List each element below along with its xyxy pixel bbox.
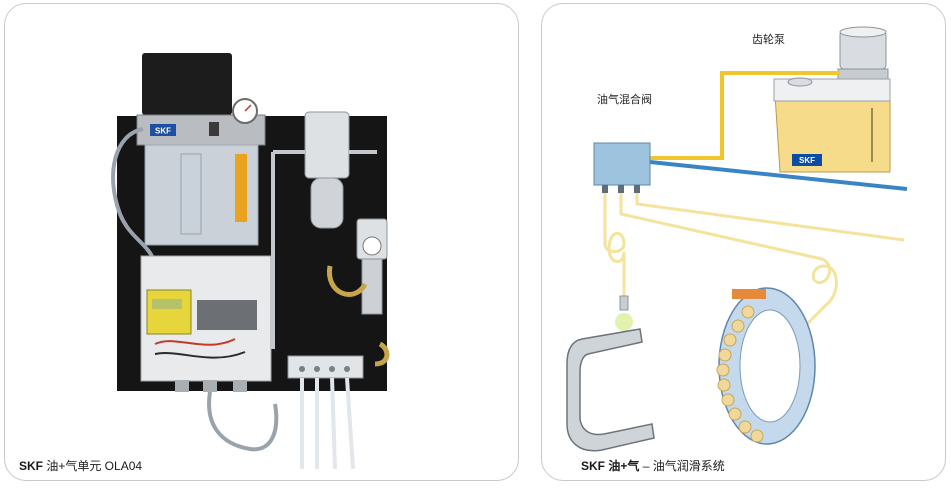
terminal-block <box>197 300 257 330</box>
pump-label: 齿轮泵 <box>752 32 785 46</box>
reservoir-lid <box>142 53 232 115</box>
output-tube-3 <box>330 377 337 470</box>
oil-supply-line <box>650 71 840 160</box>
drive-chain <box>566 328 655 452</box>
brass-fitting <box>326 265 368 297</box>
oil-air-line-2 <box>619 193 838 326</box>
pump-switch <box>209 122 219 136</box>
output-tube-4 <box>345 377 355 470</box>
right-caption-text: – 油气润滑系统 <box>642 459 725 473</box>
left-caption: SKF 油+气单元 OLA04 <box>19 457 142 474</box>
controller-display <box>152 299 182 309</box>
skf-tank-badge <box>792 154 822 166</box>
left-tubing <box>111 127 157 265</box>
compressed-air-line <box>649 160 908 191</box>
left-panel: SKF <box>4 3 519 481</box>
right-panel: 齿轮泵 油气混合阀 SKF <box>541 3 946 481</box>
right-caption-brand: SKF 油+气 <box>581 459 640 473</box>
left-caption-brand: SKF <box>19 459 43 473</box>
distributor-block <box>287 355 364 379</box>
oil-air-line-1 <box>603 193 626 296</box>
power-cable <box>207 391 279 452</box>
controller-module <box>146 289 192 335</box>
skf-logo-badge <box>150 124 176 136</box>
air-filter <box>304 111 350 179</box>
oil-air-line-3 <box>635 193 905 242</box>
reservoir-tube <box>180 153 202 235</box>
mixing-valve <box>593 142 651 186</box>
skf-logo-text: SKF <box>155 127 171 136</box>
skf-tank-text: SKF <box>799 156 815 165</box>
ola04-unit-illustration: SKF <box>111 53 390 470</box>
left-caption-text: 油+气单元 OLA04 <box>46 459 143 473</box>
oil-air-system-diagram: 齿轮泵 油气混合阀 SKF <box>566 26 908 452</box>
bearing-balls <box>716 305 764 443</box>
level-indicator <box>235 154 247 222</box>
valve-label: 油气混合阀 <box>597 92 652 106</box>
filter-bowl <box>310 177 344 229</box>
spray-nozzle <box>619 295 629 311</box>
right-caption: SKF 油+气 – 油气润滑系统 <box>581 457 725 474</box>
